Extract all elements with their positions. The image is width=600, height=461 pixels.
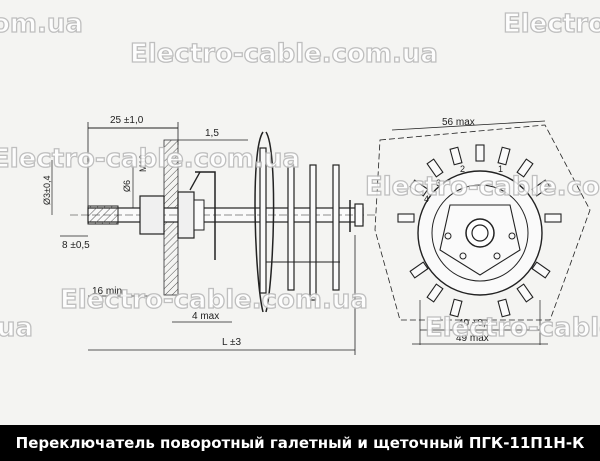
dim-bottom: 49 max	[456, 333, 489, 344]
terminals	[397, 144, 562, 318]
dim-gap: 1,5	[205, 128, 219, 139]
dim-max: 4 max	[192, 311, 219, 322]
dim-thread: M10	[138, 154, 148, 172]
watermark-text: Electro-cable.com.ua	[0, 9, 83, 39]
side-view: 25 ±1,0 1,5 Ø3±0,4 Ø6 M10	[42, 115, 375, 355]
bushing	[139, 195, 165, 235]
wafer-stack	[254, 131, 364, 313]
dim-length: L ±3	[222, 337, 241, 348]
pin-label: 3	[436, 178, 441, 188]
pin-label: 1	[498, 164, 503, 174]
watermark-text: Electro-cable.com.ua	[0, 313, 33, 343]
watermark-text: Electro-cable.com.ua	[0, 144, 300, 174]
pin-label: 4	[424, 194, 429, 204]
dim-mount: 40 ±0,2	[458, 318, 492, 329]
dim-shaft-dia: Ø6	[122, 180, 132, 192]
dim-small-dia: Ø3±0,4	[42, 176, 52, 205]
watermark-text: Electro-cable.com.ua	[60, 285, 368, 315]
watermarks: Electro-cable.com.ua Electro-cable.com.u…	[0, 8, 600, 343]
watermark-text: Electro-cable.com.ua	[503, 9, 600, 39]
dim-min: 16 min	[92, 286, 122, 297]
watermark-text: Electro-cable.com.ua	[425, 313, 600, 343]
caption-bar: Переключатель поворотный галетный и щето…	[0, 425, 600, 461]
pin-label: 2	[460, 164, 465, 174]
front-view: 56 max 1	[374, 117, 591, 345]
dim-overall-top: 25 ±1,0	[110, 115, 144, 126]
dim-width: 56 max	[442, 117, 475, 128]
technical-drawing: 25 ±1,0 1,5 Ø3±0,4 Ø6 M10	[0, 8, 600, 355]
dim-flat: 8 ±0,5	[62, 240, 90, 251]
front-outline	[374, 124, 591, 321]
watermark-text: Electro-cable.com.ua	[365, 172, 600, 202]
watermark-text: Electro-cable.com.ua	[130, 39, 438, 69]
